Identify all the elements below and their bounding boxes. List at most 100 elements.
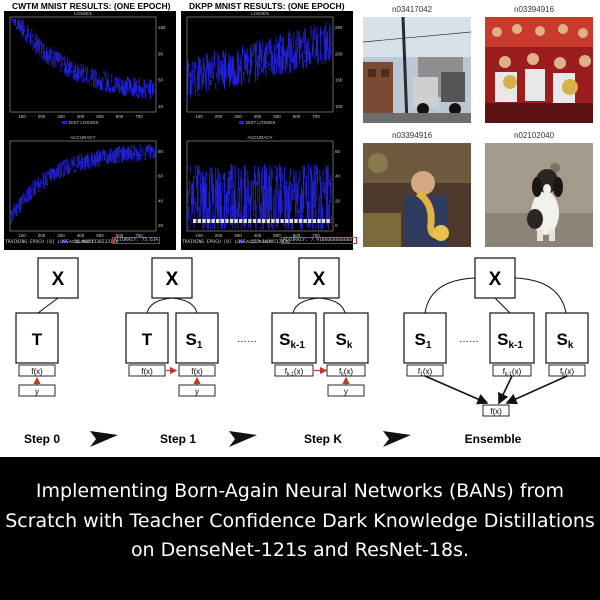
x-tick-label: 500 (96, 233, 104, 238)
arrow-step0-to-step1 (90, 431, 118, 447)
stepk-prev-fx: fk-1(x) (285, 367, 304, 378)
x-tick-label: 300 (234, 233, 242, 238)
x-tick-label: 700 (135, 114, 143, 119)
dkpp-accuracy-highlight: ACCURACY: 7.91666666666667 (281, 237, 357, 244)
x-tick-label: 100 (18, 114, 26, 119)
x-tick-label: 600 (293, 114, 301, 119)
y-tick-label: 250 (335, 25, 343, 30)
step0-teacher-label: T (32, 330, 43, 349)
x-tick-label: 300 (234, 114, 242, 119)
step0-caption: Step 0 (24, 432, 60, 446)
step1-student-label: S1 (186, 330, 203, 351)
image-label-1: n03417042 (392, 5, 433, 14)
x-tick-label: 100 (18, 233, 26, 238)
legend-label: ACCURACY (69, 239, 94, 244)
legend-label: DIST LOSSES (246, 120, 275, 125)
x-tick-label: 500 (273, 233, 281, 238)
cwtm-accuracy-highlight: ACCURACY: 75.61% (112, 237, 161, 244)
dkpp-loss-plot: LOSSES 250 200 150 100 100 200 300 400 500 600 700D… (186, 11, 343, 125)
svg-text:fk-1(x): fk-1(x) (503, 367, 522, 378)
x-tick-label: 400 (254, 114, 262, 119)
y-tick-label: 20 (158, 223, 164, 228)
dkpp-status-text: TRAINING EPOCH [0] LOSS: 227.1038517036 (182, 240, 290, 245)
y-tick-label: 60 (335, 149, 341, 154)
footer-banner: Implementing Born-Again Neural Networks … (0, 457, 600, 600)
y-tick-label: 90 (158, 51, 164, 56)
x-tick-label: 400 (254, 233, 262, 238)
y-tick-label: 200 (335, 51, 343, 56)
x-tick-label: 100 (195, 233, 203, 238)
plot-label: LOSSES (251, 11, 269, 16)
image-marching-band (485, 17, 593, 123)
step0-group: X T f(x) y (15, 257, 79, 397)
step1-teacher-fx: f(x) (141, 367, 153, 376)
ban-diagram: X T f(x) y X T S1 f(x) f(x) y …… X Sk- (15, 257, 589, 447)
step0-y-label: y (35, 387, 39, 396)
legend-label: ACCURACY (246, 239, 271, 244)
y-tick-label: 40 (335, 174, 341, 179)
x-tick-label: 700 (135, 233, 143, 238)
x-tick-label: 300 (57, 233, 65, 238)
step0-teacher-box (15, 312, 59, 364)
step1-input-label: X (166, 269, 179, 290)
x-tick-label: 700 (312, 233, 320, 238)
x-tick-label: 200 (215, 233, 223, 238)
step0-fx-box (18, 364, 56, 377)
stepk-student-label: Sk (336, 330, 353, 351)
image-label-4: n02102040 (514, 131, 555, 140)
ensemble-dots: …… (459, 334, 479, 345)
step0-y-box (18, 384, 56, 397)
svg-text:fk(x): fk(x) (560, 367, 574, 378)
y-tick-label: 15 (158, 104, 164, 109)
x-tick-label: 600 (293, 233, 301, 238)
x-tick-label: 200 (215, 114, 223, 119)
step1-student-fx: f(x) (191, 367, 203, 376)
cwtm-title: CWTM MNIST RESULTS: (ONE EPOCH) (12, 1, 171, 11)
image-label-3: n03394916 (392, 131, 433, 140)
stepk-prev-student-label: Sk-1 (279, 330, 305, 351)
stepk-caption: Step K (304, 432, 342, 446)
y-tick-label: 100 (335, 104, 343, 109)
x-tick-label: 600 (116, 233, 124, 238)
x-tick-label: 600 (116, 114, 124, 119)
image-saxophone-player (363, 143, 471, 247)
footer-title: Implementing Born-Again Neural Networks … (5, 480, 595, 561)
ensemble-s1-label: S1 (415, 330, 432, 351)
step1-group: X T S1 f(x) f(x) y (125, 257, 219, 397)
ensemble-sk-label: Sk (557, 330, 574, 351)
ensemble-input-label: X (489, 269, 502, 290)
ensemble-group: X S1 …… Sk-1 Sk f1(x) fk-1(x) fk(x) f(x) (403, 257, 589, 417)
step1-student-box (175, 312, 219, 364)
y-tick-label: 40 (158, 198, 164, 203)
ensemble-skm1-label: Sk-1 (497, 330, 523, 351)
dkpp-title: DKPP MNIST RESULTS: (ONE EPOCH) (189, 1, 345, 11)
y-tick-label: 60 (158, 174, 164, 179)
x-tick-label: 700 (312, 114, 320, 119)
step1-caption: Step 1 (160, 432, 196, 446)
dkpp-results-panel: DKPP MNIST RESULTS: (ONE EPOCH) LOSSES 25… (181, 0, 357, 250)
plot-label: LOSSES (74, 11, 92, 16)
plot-label: ACCURACY (247, 135, 272, 140)
cwtm-status-text: TRAINING EPOCH [0] LOSS: 56.985733021318… (5, 240, 119, 245)
step1-y-label: y (195, 387, 199, 396)
x-tick-label: 500 (273, 114, 281, 119)
ensemble-fx-label: f(x) (490, 407, 502, 416)
image-garbage-truck (363, 17, 471, 123)
stepk-fx: fk(x) (339, 367, 353, 378)
step1-input-box (151, 257, 193, 299)
x-tick-label: 100 (195, 114, 203, 119)
y-tick-label: 20 (335, 198, 341, 203)
image-spaniel-dog (485, 143, 593, 247)
arrow-stepk-to-ensemble (383, 431, 411, 447)
x-tick-label: 400 (77, 114, 85, 119)
stepk-input-label: X (313, 269, 326, 290)
plot-label: ACCURACY (70, 135, 95, 140)
x-tick-label: 200 (38, 233, 46, 238)
arrow-step1-to-stepk (229, 431, 257, 447)
x-tick-label: 400 (77, 233, 85, 238)
y-tick-label: 150 (335, 78, 343, 83)
image-label-2: n03394916 (514, 5, 555, 14)
